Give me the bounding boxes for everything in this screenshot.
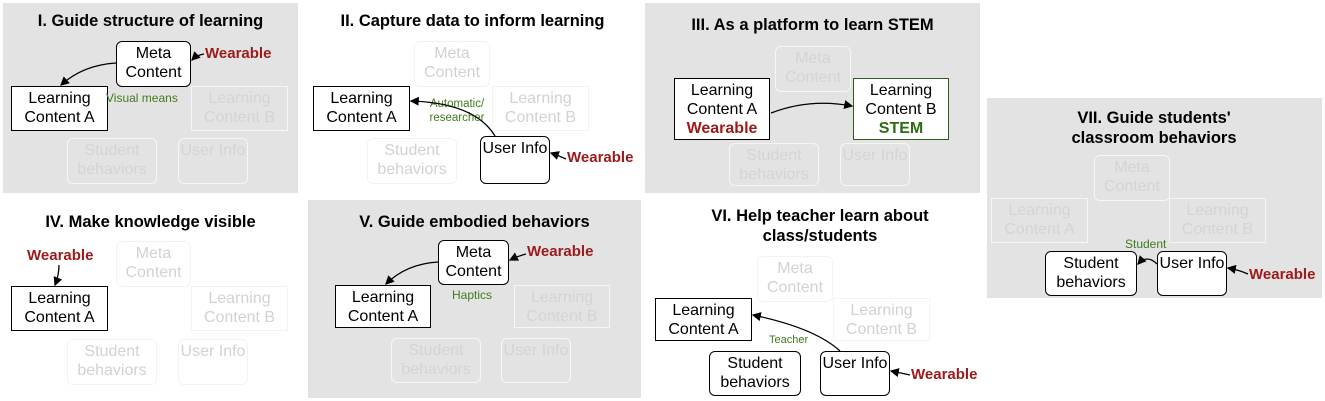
meta-content-node: Meta Content: [116, 41, 191, 87]
learning-content-a-node: Learning Content A: [11, 286, 108, 331]
arrow-meta-to-content-a: [385, 261, 439, 285]
wearable-label: Wearable: [911, 366, 978, 383]
user-info-node: User Info: [840, 143, 910, 186]
student-behaviors-node: Student behaviors: [67, 339, 157, 385]
meta-content-node: Meta Content: [414, 41, 490, 87]
wearable-label: Wearable: [527, 243, 594, 260]
student-behaviors-node: Student behaviors: [67, 138, 157, 184]
stem-label: STEM: [878, 120, 924, 137]
learning-content-b-node: Learning Content B: [1169, 198, 1266, 243]
panel-title: V. Guide embodied behaviors: [359, 213, 590, 231]
panel-title: IV. Make knowledge visible: [45, 213, 256, 231]
user-info-node: User Info: [178, 138, 248, 184]
panel-7: VII. Guide students' classroom behaviors…: [987, 98, 1322, 298]
learning-content-b-node: Learning Content B: [833, 298, 930, 341]
edge-label: Student: [1125, 237, 1167, 251]
edge-label: Teacher: [769, 334, 809, 346]
panel-3: III. As a platform to learn STEM Meta Co…: [645, 3, 980, 193]
learning-content-a-node: Learning Content A: [335, 285, 431, 328]
arrow-wearable-to-userinfo: [889, 368, 911, 377]
arrow-wearable-to-userinfo: [1226, 264, 1249, 275]
student-behaviors-node: Student behaviors: [709, 351, 801, 396]
user-info-node: User Info: [480, 136, 550, 184]
arrow-content-a-to-content-b: [770, 100, 854, 114]
learning-content-a-node: Learning Content A: [313, 86, 410, 131]
arrow-wearable-to-content-a: [53, 264, 63, 287]
learning-content-b-node: Learning Content B: [191, 286, 288, 331]
wearable-label: Wearable: [686, 120, 758, 137]
student-behaviors-node: Student behaviors: [729, 143, 819, 186]
meta-content-node: Meta Content: [438, 240, 509, 285]
meta-content-node: Meta Content: [116, 241, 191, 287]
lca-text: Learning Content A: [686, 82, 758, 118]
wearable-label: Wearable: [1249, 266, 1316, 283]
learning-content-a-node: Learning Content A Wearable: [674, 78, 770, 140]
learning-content-b-node: Learning Content B: [492, 86, 589, 131]
student-behaviors-node: Student behaviors: [391, 338, 481, 383]
learning-content-a-node: Learning Content A: [655, 298, 752, 341]
panel-title: III. As a platform to learn STEM: [691, 16, 934, 34]
user-info-node: User Info: [178, 339, 248, 385]
arrow-meta-to-content-a: [60, 62, 117, 86]
panel-4: IV. Make knowledge visible Wearable Meta…: [3, 203, 298, 398]
edge-label: Haptics: [452, 288, 493, 302]
edge-label: Automatic/ researcher: [429, 98, 485, 124]
meta-content-node: Meta Content: [757, 256, 833, 302]
panel-6: VI. Help teacher learn about class/stude…: [645, 203, 985, 398]
arrow-wearable-to-userinfo: [549, 151, 567, 160]
panel-title: VII. Guide students' classroom behaviors: [1071, 109, 1237, 147]
user-info-node: User Info: [820, 351, 890, 396]
panel-title: II. Capture data to inform learning: [340, 12, 605, 30]
wearable-label: Wearable: [27, 247, 94, 264]
user-info-node: User Info: [1157, 251, 1227, 296]
arrow-wearable-to-meta: [191, 51, 205, 61]
lcb-text: Learning Content B: [865, 82, 937, 118]
wearable-label: Wearable: [567, 149, 634, 166]
student-behaviors-node: Student behaviors: [367, 138, 457, 184]
wearable-label: Wearable: [205, 45, 272, 62]
panel-title: VI. Help teacher learn about class/stude…: [711, 207, 929, 245]
arrow-userinfo-to-student: [1137, 255, 1158, 265]
learning-content-b-node: Learning Content B: [191, 86, 288, 131]
panel-2: II. Capture data to inform learning Meta…: [305, 3, 640, 193]
learning-content-a-node: Learning Content A: [11, 86, 108, 131]
panel-title: I. Guide structure of learning: [37, 12, 264, 30]
learning-content-b-node: Learning Content B: [514, 285, 610, 328]
panel-5: V. Guide embodied behaviors Meta Content…: [308, 200, 641, 398]
learning-content-a-node: Learning Content A: [991, 198, 1088, 243]
panel-1: I. Guide structure of learning Meta Cont…: [3, 3, 298, 193]
meta-content-node: Meta Content: [1094, 155, 1170, 201]
student-behaviors-node: Student behaviors: [1045, 251, 1137, 296]
user-info-node: User Info: [501, 338, 571, 383]
learning-content-b-node: Learning Content B STEM: [853, 78, 949, 140]
meta-content-node: Meta Content: [775, 46, 851, 92]
edge-label: Visual means: [106, 91, 178, 105]
arrow-wearable-to-meta: [508, 252, 527, 261]
